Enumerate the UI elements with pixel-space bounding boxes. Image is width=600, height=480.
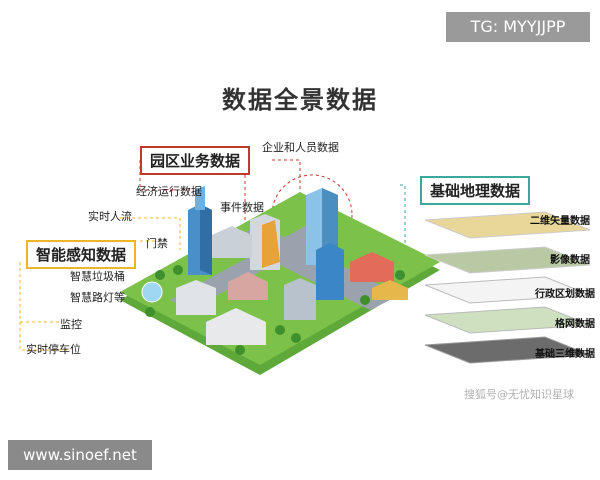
- source-watermark: 搜狐号@无忧知识星球: [464, 388, 574, 401]
- trees: [145, 265, 405, 355]
- geo-data-heading: 基础地理数据: [420, 176, 531, 205]
- event-data-label: 事件数据: [220, 201, 264, 214]
- park-business-heading: 园区业务数据: [140, 146, 251, 175]
- imagery-layer-label: 影像数据: [550, 255, 590, 266]
- grid-layer-label: 格网数据: [555, 319, 595, 330]
- parking-label: 实时停车位: [26, 343, 81, 356]
- smart-streetlight-label: 智慧路灯等: [70, 291, 125, 304]
- site-watermark: www.sinoef.net: [8, 440, 152, 470]
- map-layers: [424, 211, 591, 364]
- connector-business-enterprise: [272, 159, 301, 195]
- ground-top: [120, 192, 440, 365]
- buildings: [141, 186, 408, 345]
- monitoring-label: 监控: [60, 318, 82, 331]
- enterprise-people-label: 企业和人员数据: [262, 141, 339, 154]
- people-flow-label: 实时人流: [88, 210, 132, 223]
- access-control-label: 门禁: [146, 237, 168, 250]
- connector-parking: [19, 262, 70, 351]
- smart-bin-label: 智慧垃圾桶: [70, 270, 125, 283]
- page-title: 数据全景数据: [222, 86, 378, 114]
- 3d-layer-label: 基础三维数据: [535, 349, 595, 360]
- vector-layer-label: 二维矢量数据: [530, 216, 590, 227]
- admin-division-layer-label: 行政区划数据: [535, 289, 595, 300]
- connector-business-economic: [139, 160, 190, 191]
- connector-people-flow: [120, 217, 181, 250]
- economic-operation-label: 经济运行数据: [136, 185, 202, 198]
- watermark-tag: TG: MYYJJPP: [446, 12, 590, 42]
- smart-sensing-heading: 智能感知数据: [26, 240, 137, 269]
